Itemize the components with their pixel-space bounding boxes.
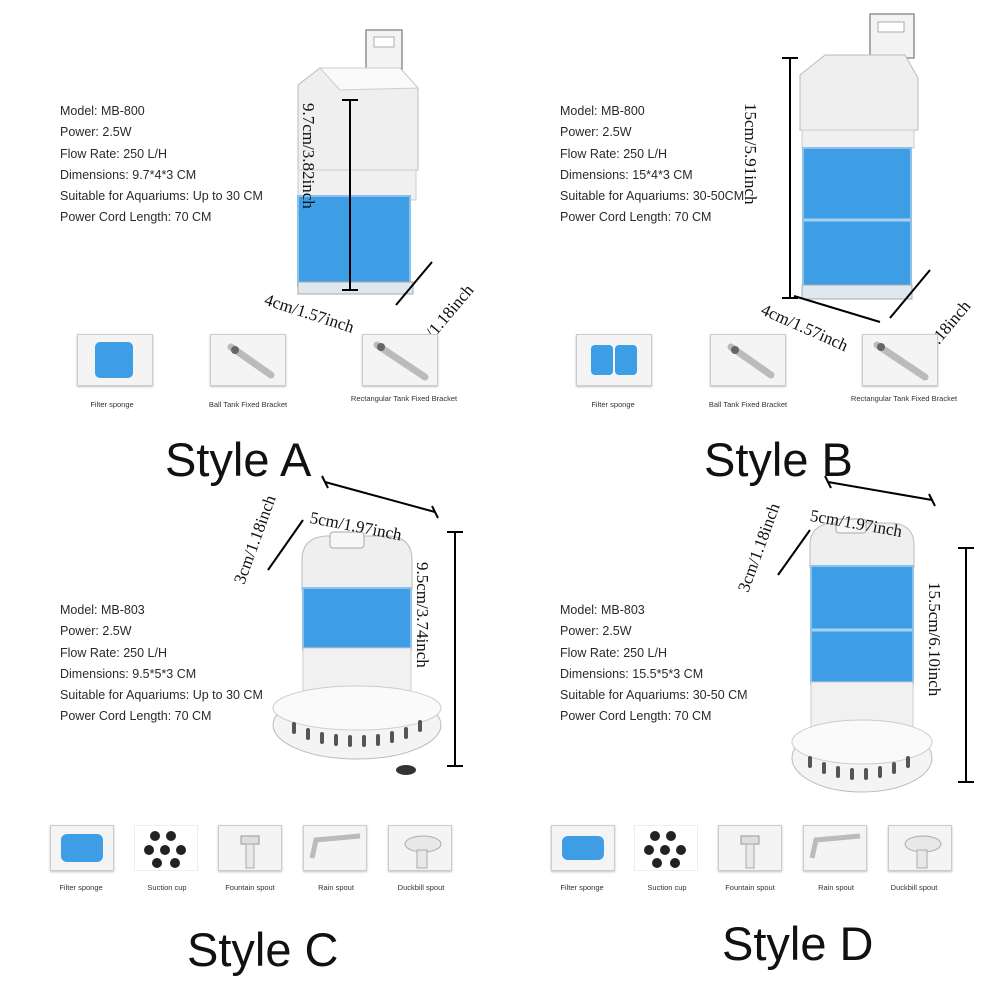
accessory-caption: Fountain spout	[725, 883, 775, 892]
spec-suitable: Suitable for Aquariums: 30-50CM	[560, 189, 745, 204]
accessory-caption: Ball Tank Fixed Bracket	[708, 400, 788, 409]
bracket-icon	[210, 334, 286, 386]
spec-flow-rate: Flow Rate: 250 L/H	[60, 146, 167, 161]
spec-flow-rate: Flow Rate: 250 L/H	[60, 645, 167, 660]
spout-icon	[388, 825, 452, 871]
style-b-title: Style B	[704, 433, 853, 486]
suction-cup-icon	[134, 825, 198, 871]
filter-sponge-icon	[551, 825, 615, 871]
accessory-caption: Rain spout	[318, 883, 354, 892]
spec-model: Model: MB-803	[60, 603, 145, 617]
accessory-caption: Filter sponge	[90, 400, 134, 409]
accessory-caption: Rain spout	[818, 883, 854, 892]
accessory-caption: Fountain spout	[225, 883, 275, 892]
spec-suitable: Suitable for Aquariums: Up to 30 CM	[60, 688, 263, 703]
accessory-caption: Rectangular Tank Fixed Bracket	[350, 394, 458, 403]
filter-sponge-icon	[576, 334, 652, 386]
accessory-caption: Suction cup	[147, 883, 187, 892]
bracket-icon	[362, 334, 438, 386]
accessory-caption: Filter sponge	[59, 883, 103, 892]
accessory-caption: Rectangular Tank Fixed Bracket	[850, 394, 958, 403]
spout-icon	[303, 825, 367, 871]
spec-power: Power: 2.5W	[560, 624, 632, 639]
spec-suitable: Suitable for Aquariums: Up to 30 CM	[60, 189, 263, 204]
style-d-title: Style D	[722, 917, 874, 970]
style-c-title: Style C	[187, 923, 339, 976]
spec-dimensions: Dimensions: 9.5*5*3 CM	[60, 666, 197, 681]
spout-icon	[218, 825, 282, 871]
accessory-caption: Suction cup	[647, 883, 687, 892]
spout-icon	[718, 825, 782, 871]
spec-dimensions: Dimensions: 15*4*3 CM	[560, 167, 693, 182]
spout-icon	[803, 825, 867, 871]
filter-sponge-icon	[50, 825, 114, 871]
style-d-specs: Model: MB-803 Power: 2.5W Flow Rate: 250…	[560, 600, 748, 728]
spec-dimensions: Dimensions: 9.7*4*3 CM	[60, 167, 197, 182]
spec-flow-rate: Flow Rate: 250 L/H	[560, 645, 667, 660]
spec-cord-length: Power Cord Length: 70 CM	[560, 709, 712, 724]
spec-model: Model: MB-800	[60, 104, 145, 118]
style-b-specs: Model: MB-800 Power: 2.5W Flow Rate: 250…	[560, 101, 744, 229]
bracket-icon	[862, 334, 938, 386]
style-a-specs: Model: MB-800 Power: 2.5W Flow Rate: 250…	[60, 101, 263, 229]
spec-dimensions: Dimensions: 15.5*5*3 CM	[560, 666, 704, 681]
spec-cord-length: Power Cord Length: 70 CM	[60, 709, 212, 724]
spec-cord-length: Power Cord Length: 70 CM	[60, 210, 212, 225]
style-a-title: Style A	[165, 433, 312, 486]
spec-flow-rate: Flow Rate: 250 L/H	[560, 146, 667, 161]
spec-suitable: Suitable for Aquariums: 30-50 CM	[560, 688, 748, 703]
accessory-caption: Duckbill spout	[890, 883, 938, 892]
suction-cup-icon	[634, 825, 698, 871]
accessory-caption: Duckbill spout	[397, 883, 445, 892]
accessory-caption: Ball Tank Fixed Bracket	[208, 400, 288, 409]
spec-cord-length: Power Cord Length: 70 CM	[560, 210, 712, 225]
style-c-specs: Model: MB-803 Power: 2.5W Flow Rate: 250…	[60, 600, 263, 728]
accessory-caption: Filter sponge	[560, 883, 604, 892]
accessory-caption: Filter sponge	[591, 400, 635, 409]
spec-model: Model: MB-803	[560, 603, 645, 617]
bracket-icon	[710, 334, 786, 386]
filter-sponge-icon	[77, 334, 153, 386]
spec-power: Power: 2.5W	[60, 624, 132, 639]
spec-model: Model: MB-800	[560, 104, 645, 118]
style-d-height-label: 15.5cm/6.10inch	[925, 582, 944, 697]
spout-icon	[888, 825, 952, 871]
spec-power: Power: 2.5W	[560, 125, 632, 140]
spec-power: Power: 2.5W	[60, 125, 132, 140]
